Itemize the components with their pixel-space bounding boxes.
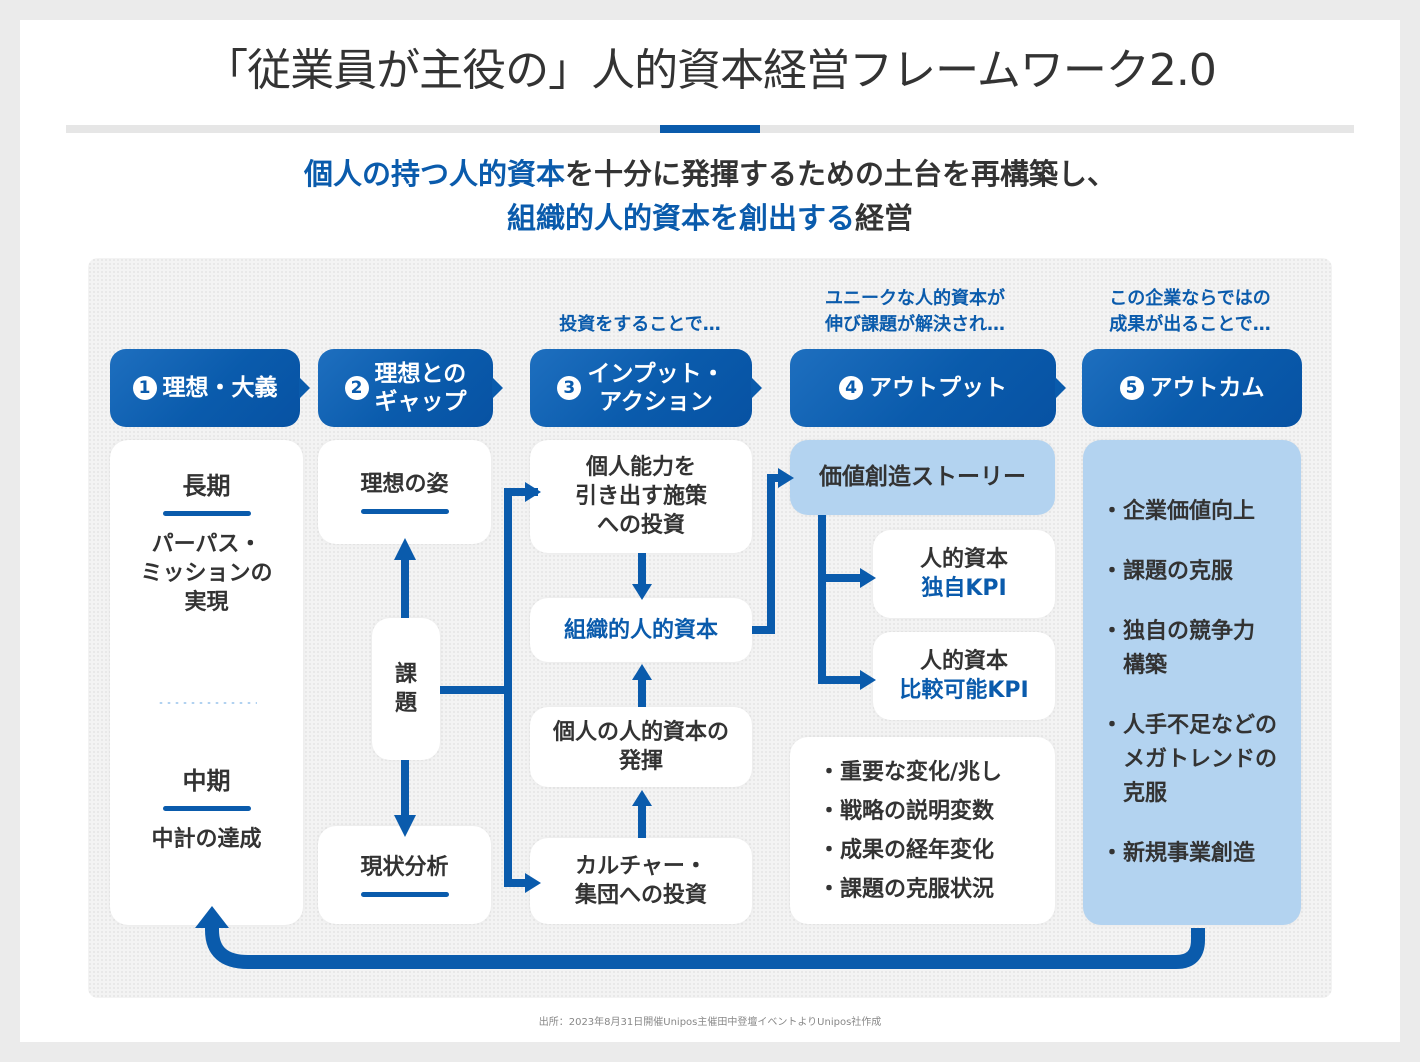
invest-culture-box: カルチャー・ 集団への投資 (530, 838, 752, 924)
invest-culture-line-1: カルチャー・ (575, 854, 707, 879)
invest-culture-line-2: 集団への投資 (574, 883, 707, 908)
header-step-4-label: アウトプット (869, 375, 1007, 401)
lead-col4-line-2: 伸び課題が解決され… (825, 314, 1005, 335)
long-term-line-3: 実現 (184, 590, 229, 615)
issue-char-2: 題 (394, 691, 417, 716)
subtitle-text-1: を十分に発揮するための土台を再構築し、 (565, 157, 1117, 191)
subtitle: 個人の持つ人的資本を十分に発揮するための土台を再構築し、 組織的人的資本を創出す… (0, 152, 1420, 240)
subtitle-text-2: 経営 (855, 201, 914, 235)
individual-capital-line-1: 個人の人的資本の (552, 720, 729, 745)
subtitle-line-2: 組織的人的資本を創出する経営 (0, 196, 1420, 240)
individual-capital-box: 個人の人的資本の 発揮 (530, 707, 752, 787)
comparable-kpi-bottom: 比較可能KPI (899, 678, 1029, 703)
lead-col4: ユニークな人的資本が 伸び課題が解決され… (780, 286, 1050, 338)
header-step-2-line-1: 理想との (374, 361, 467, 387)
header-step-5: 5 アウトカム (1082, 349, 1302, 427)
header-step-3-line-1: インプット・ (587, 361, 725, 387)
lead-col5-line-2: 成果が出ることで… (1109, 314, 1271, 335)
long-term-line-2: ミッションの (140, 561, 273, 586)
header-step-2-label: 理想とのギャップ (375, 360, 467, 416)
invest-individual-line-2: 引き出す施策 (574, 484, 707, 509)
outcome-bullet: ・独自の競争力 構築 (1101, 615, 1255, 683)
invest-individual-line-3: への投資 (596, 513, 685, 538)
output-bullet: ・戦略の説明変数 (818, 798, 995, 824)
org-capital-box: 組織的人的資本 (530, 598, 752, 662)
header-step-1-label: 理想・大義 (162, 375, 278, 401)
header-step-5-label: アウトカム (1149, 375, 1265, 401)
step-number-4: 4 (839, 376, 863, 400)
lead-col5-line-1: この企業ならではの (1109, 288, 1271, 309)
unique-kpi-box: 人的資本 独自KPI (873, 530, 1055, 618)
outcome-bullet-line: ・新規事業創造 (1101, 840, 1256, 866)
subtitle-highlight-1: 個人の持つ人的資本 (303, 157, 565, 191)
outcome-bullet-line: ・独自の競争力 (1101, 618, 1256, 644)
issue-box: 課 題 (372, 618, 440, 760)
outcome-bullet-line: メガトレンドの (1101, 746, 1278, 772)
unique-kpi-bottom: 独自KPI (921, 576, 1007, 601)
outcome-bullet-line: ・課題の克服 (1101, 558, 1234, 584)
outcome-bullet: ・新規事業創造 (1101, 837, 1255, 871)
outcome-bullet: ・人手不足などの メガトレンドの 克服 (1101, 709, 1277, 811)
header-step-3: 3 インプット・アクション (530, 349, 762, 427)
outcome-bullet-line: ・企業価値向上 (1101, 498, 1256, 524)
output-bullet: ・成果の経年変化 (818, 837, 995, 863)
value-story-label: 価値創造ストーリー (819, 464, 1026, 490)
ideal-state-underline (360, 509, 449, 514)
invest-individual-box: 個人能力を 引き出す施策 への投資 (530, 440, 752, 553)
title-divider-accent (660, 125, 760, 133)
lead-col5: この企業ならではの 成果が出ることで… (1070, 286, 1310, 338)
output-bullet: ・課題の克服状況 (818, 876, 995, 902)
header-step-2: 2 理想とのギャップ (318, 349, 503, 427)
long-term-heading: 長期 (182, 472, 231, 500)
ideal-state-box: 理想の姿 (318, 440, 491, 544)
comparable-kpi-box: 人的資本 比較可能KPI (873, 632, 1055, 720)
step-number-3: 3 (557, 376, 582, 400)
header-step-2-line-2: ギャップ (374, 389, 467, 415)
current-analysis-box: 現状分析 (318, 826, 491, 924)
invest-individual-line-1: 個人能力を (585, 455, 696, 480)
page-title: 「従業員が主役の」人的資本経営フレームワーク2.0 (204, 45, 1217, 96)
comparable-kpi-top: 人的資本 (919, 649, 1008, 674)
lead-col3: 投資をすることで… (559, 314, 721, 335)
output-bullet: ・重要な変化/兆し (818, 759, 1003, 785)
outcome-bullets-box: ・企業価値向上 ・課題の克服 ・独自の競争力 構築 ・人手不足などの メガトレン… (1083, 440, 1301, 925)
individual-capital-line-2: 発揮 (618, 749, 663, 774)
current-analysis-underline (360, 892, 449, 897)
output-bullets-box: ・重要な変化/兆し ・戦略の説明変数 ・成果の経年変化 ・課題の克服状況 (790, 737, 1055, 924)
ideal-state-label: 理想の姿 (360, 472, 449, 497)
ideal-purpose-box: 長期 パーパス・ ミッションの 実現 中期 中計の達成 (110, 440, 303, 925)
chevron-right-icon (492, 377, 503, 399)
header-step-3-line-2: アクション (599, 389, 713, 415)
source-caption: 出所：2023年8月31日開催Unipos主催田中登壇イベントよりUnipos社… (538, 1017, 882, 1028)
mid-term-heading: 中期 (182, 767, 231, 795)
lead-col4-line-1: ユニークな人的資本が (825, 288, 1005, 309)
header-step-3-label: インプット・アクション (587, 360, 724, 416)
long-term-underline (162, 511, 251, 516)
mid-term-underline (162, 806, 251, 811)
outcome-bullet-line: 克服 (1101, 780, 1168, 806)
mid-term-text: 中計の達成 (151, 827, 262, 852)
issue-char-1: 課 (394, 662, 417, 687)
current-analysis-label: 現状分析 (360, 855, 449, 880)
value-story-box: 価値創造ストーリー (790, 440, 1055, 515)
outcome-bullet-line: ・人手不足などの (1101, 712, 1278, 738)
dotted-separator (157, 701, 257, 705)
subtitle-highlight-2: 組織的人的資本を創出する (506, 201, 855, 235)
outcome-bullet-line: 構築 (1101, 652, 1168, 678)
header-step-1: 1 理想・大義 (110, 349, 310, 427)
chevron-right-icon (1055, 377, 1066, 399)
header-step-4: 4 アウトプット (790, 349, 1066, 427)
step-number-5: 5 (1119, 376, 1144, 400)
chevron-right-icon (751, 377, 762, 399)
outcome-bullet: ・企業価値向上 (1101, 495, 1255, 529)
unique-kpi-top: 人的資本 (919, 547, 1008, 572)
long-term-line-1: パーパス・ (151, 532, 262, 557)
step-number-1: 1 (132, 376, 157, 400)
org-capital-label: 組織的人的資本 (563, 617, 718, 643)
step-number-2: 2 (344, 376, 369, 400)
outcome-bullet: ・課題の克服 (1101, 555, 1233, 589)
subtitle-line-1: 個人の持つ人的資本を十分に発揮するための土台を再構築し、 (0, 152, 1420, 196)
chevron-right-icon (299, 377, 310, 399)
